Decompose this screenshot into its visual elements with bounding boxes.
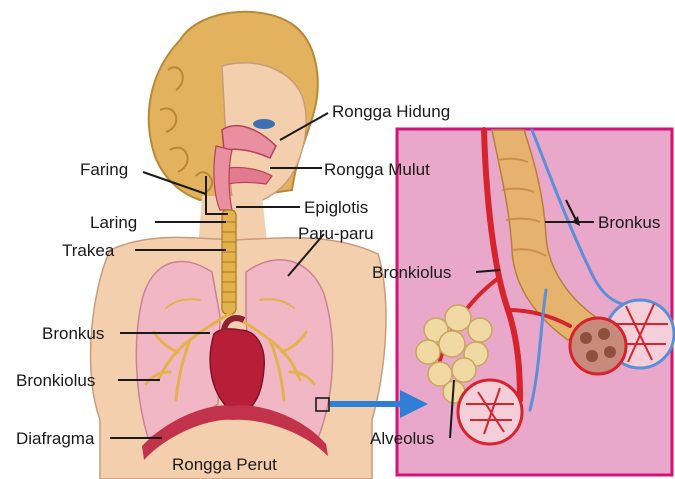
- label-bronkus-right: Bronkus: [598, 213, 660, 232]
- alveoli-inset: [397, 129, 674, 475]
- pharynx: [214, 146, 232, 210]
- human-figure: [91, 12, 386, 479]
- label-trakea: Trakea: [62, 241, 115, 260]
- label-bronkus-left: Bronkus: [42, 324, 104, 343]
- label-laring: Laring: [90, 213, 137, 232]
- label-rongga-mulut: Rongga Mulut: [324, 160, 430, 179]
- label-alveolus: Alveolus: [370, 429, 434, 448]
- eye: [253, 119, 275, 129]
- label-rongga-perut: Rongga Perut: [172, 455, 277, 474]
- label-bronkiolus-left: Bronkiolus: [16, 371, 95, 390]
- label-bronkiolus-right: Bronkiolus: [372, 263, 451, 282]
- label-faring: Faring: [80, 160, 128, 179]
- label-paru-paru: Paru-paru: [298, 224, 374, 243]
- label-rongga-hidung: Rongga Hidung: [332, 102, 450, 121]
- label-diafragma: Diafragma: [16, 429, 95, 448]
- label-epiglotis: Epiglotis: [304, 198, 368, 217]
